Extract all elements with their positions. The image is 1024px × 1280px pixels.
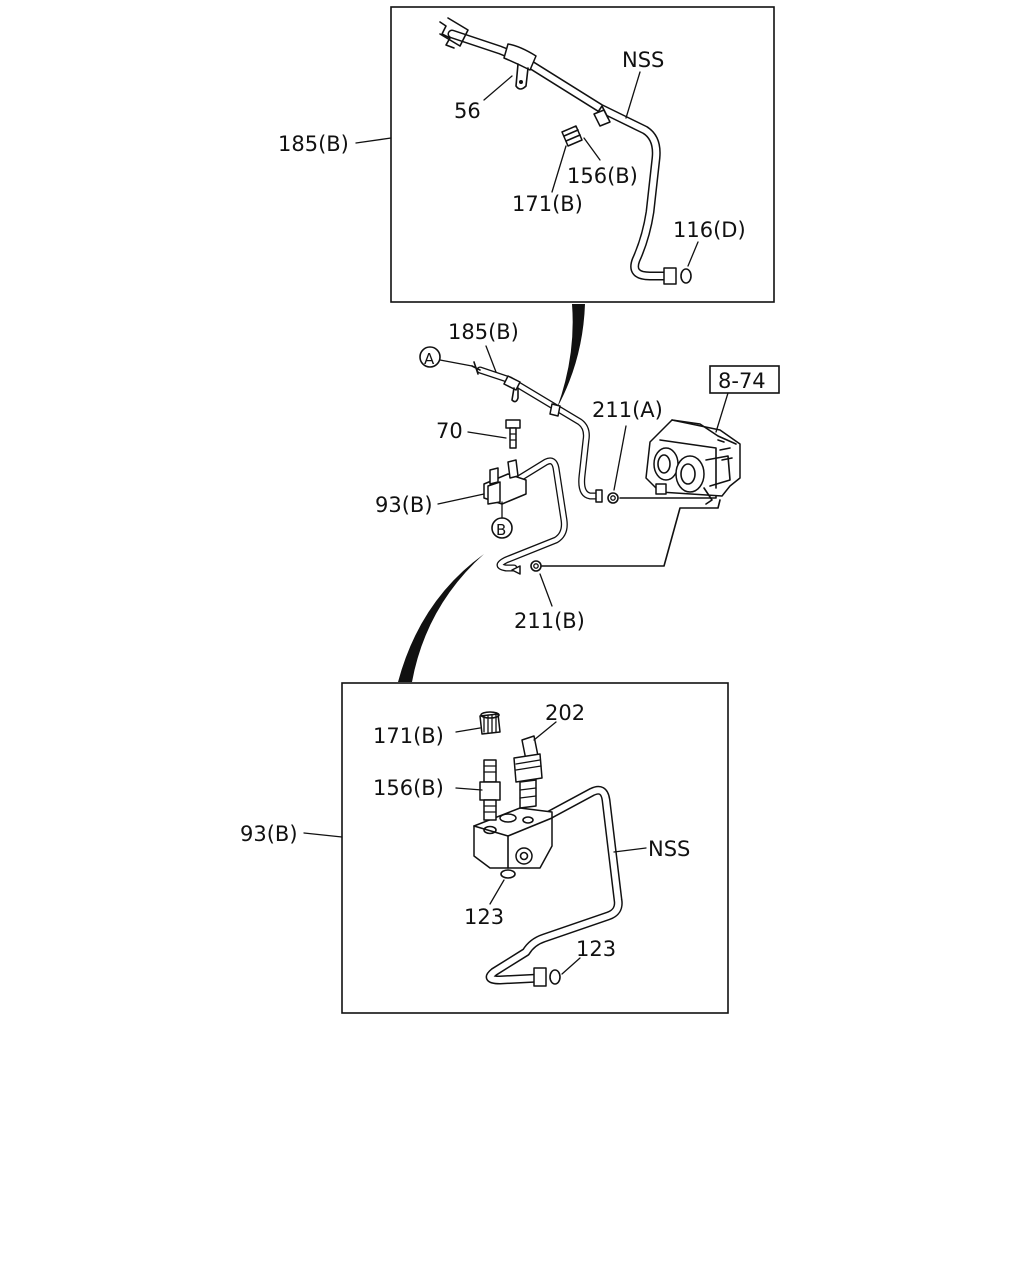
oring-211b	[530, 560, 542, 572]
hose-185b	[471, 361, 603, 503]
leader-93b-callout	[303, 832, 343, 838]
leader-156b-top	[583, 137, 601, 161]
marker-a-circle	[419, 346, 441, 368]
label-123-block: 123	[464, 905, 504, 929]
label-123-pipe: 123	[576, 937, 616, 961]
oring-123-block	[500, 869, 516, 879]
leader-171b-bottom	[455, 727, 481, 733]
leader-211b	[539, 573, 553, 607]
ref-box-8-74	[709, 365, 780, 394]
bottom-inset-frame	[341, 682, 729, 1014]
leader-nss-top	[625, 71, 641, 119]
label-185b-mid: 185(B)	[448, 320, 519, 344]
leader-171b-top	[551, 145, 567, 193]
block-93b	[483, 457, 568, 575]
leader-123-block	[489, 879, 505, 905]
bottom-connector-arc	[398, 554, 484, 682]
leader-marker-a	[439, 359, 473, 367]
leader-nss-bottom	[613, 847, 647, 853]
oring-211a	[607, 492, 619, 504]
block-body-93b	[473, 807, 553, 869]
oring-123-pipe	[549, 969, 561, 985]
label-70: 70	[436, 419, 463, 443]
label-8-74: 8-74	[718, 369, 766, 393]
hvac-unit	[645, 419, 741, 505]
hose-185b-detail	[439, 17, 692, 285]
leader-156b-bottom	[455, 787, 483, 791]
label-56: 56	[454, 99, 481, 123]
leader-116d	[687, 241, 699, 267]
label-171b-top: 171(B)	[512, 192, 583, 216]
label-nss-top: NSS	[622, 48, 664, 72]
leader-70	[467, 431, 507, 439]
middle-assembly: A 70 93(B) B	[375, 320, 780, 633]
top-connector-arc	[557, 304, 585, 408]
port-156b	[479, 759, 501, 821]
cap-171b	[479, 711, 501, 735]
switch-202	[513, 735, 543, 809]
label-211a: 211(A)	[592, 398, 663, 422]
bottom-inset: 171(B) 202 156(B) NSS 123 123 93(B)	[240, 682, 729, 1014]
top-inset: 56 NSS 156(B) 171(B) 116(D) 185(B)	[278, 6, 775, 303]
label-156b-top: 156(B)	[567, 164, 638, 188]
bolt-70	[505, 419, 521, 449]
leader-123-pipe	[561, 957, 581, 975]
label-93b-callout: 93(B)	[240, 822, 298, 846]
leader-185b-mid	[485, 345, 497, 373]
leader-8-74	[715, 392, 729, 433]
pipe-nss-bottom	[485, 785, 623, 987]
label-nss-bottom: NSS	[648, 837, 690, 861]
label-116d: 116(D)	[673, 218, 746, 242]
label-171b-bottom: 171(B)	[373, 724, 444, 748]
label-156b-bottom: 156(B)	[373, 776, 444, 800]
leader-56	[483, 75, 513, 101]
leader-202	[533, 721, 557, 741]
label-202: 202	[545, 701, 585, 725]
top-inset-frame	[390, 6, 775, 303]
leader-185b-callout	[355, 137, 392, 144]
label-93b: 93(B)	[375, 493, 433, 517]
leader-211a	[613, 425, 627, 491]
connection-line-b	[541, 499, 721, 567]
leader-93b	[437, 493, 485, 505]
label-211b: 211(B)	[514, 609, 585, 633]
marker-b: B	[496, 521, 506, 539]
marker-a: A	[424, 350, 435, 368]
label-185b-callout: 185(B)	[278, 132, 349, 156]
